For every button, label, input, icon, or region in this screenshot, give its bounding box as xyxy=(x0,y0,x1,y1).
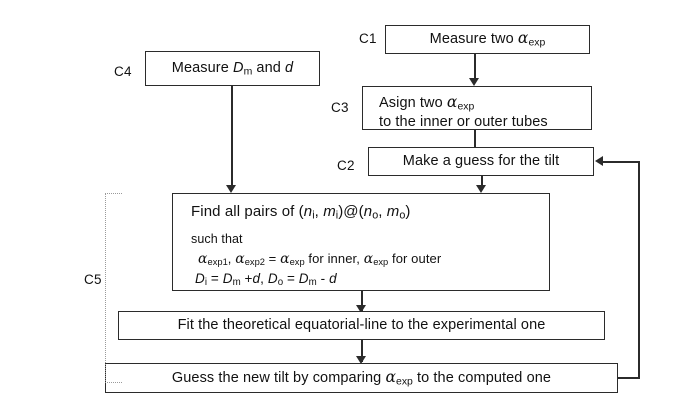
c5-bracket-top xyxy=(105,193,122,194)
arrowhead-fit-to-guess xyxy=(356,356,366,364)
var-dm: D xyxy=(233,59,244,76)
label-c4: C4 xyxy=(114,64,132,79)
node-fit-theoretical-line[interactable]: Fit the theoretical equatorial-line to t… xyxy=(118,311,605,340)
node-c3-assign-alpha[interactable]: Asign two αexp to the inner or outer tub… xyxy=(362,86,592,130)
node-guess-new-tilt[interactable]: Guess the new tilt by comparing αexp to … xyxy=(105,363,618,393)
c5-bracket-bottom xyxy=(105,382,122,383)
arrowhead-c4-to-main xyxy=(226,185,236,193)
label-c1: C1 xyxy=(359,31,377,46)
alpha-subscript: exp xyxy=(457,101,475,113)
feedback-segment-bottom xyxy=(618,377,640,379)
arrowhead-main-to-fit xyxy=(356,305,366,313)
c4-text: Measure Dm and d xyxy=(171,59,294,78)
node-c1-measure-two-alpha[interactable]: Measure two αexp xyxy=(385,25,590,54)
node-c4-measure-dm-and-d[interactable]: Measure Dm and d xyxy=(145,51,320,86)
c2-text: Make a guess for the tilt xyxy=(402,153,560,170)
label-c5: C5 xyxy=(84,272,102,287)
connector-c1-to-c3 xyxy=(474,54,476,81)
var-ni: n xyxy=(303,203,313,220)
guess-text: Guess the new tilt by comparing αexp to … xyxy=(171,367,552,388)
connector-c2-to-main xyxy=(481,176,483,190)
main-line-such-that: such that xyxy=(191,231,243,246)
connector-fit-to-guess xyxy=(361,340,363,362)
main-line-alpha-constraints: αexp1, αexp2 = αexp for inner, αexp for … xyxy=(198,251,442,268)
alpha-symbol: α xyxy=(385,367,397,386)
alpha-symbol: α xyxy=(446,93,458,111)
arrowhead-c2-to-main xyxy=(476,185,486,193)
main-line-find-pairs: Find all pairs of (ni, mi)@(no, mo) xyxy=(191,203,411,222)
node-c2-make-a-guess[interactable]: Make a guess for the tilt xyxy=(368,147,594,176)
var-dm-subscript: m xyxy=(243,66,253,78)
var-no: n xyxy=(363,203,373,220)
var-mo: m xyxy=(386,203,400,220)
alpha-symbol: α xyxy=(517,29,529,48)
feedback-segment-right xyxy=(638,161,640,378)
connector-main-to-fit xyxy=(361,291,363,311)
var-mi: m xyxy=(323,203,336,220)
node-c5-find-all-pairs[interactable]: Find all pairs of (ni, mi)@(no, mo) such… xyxy=(172,193,550,291)
feedback-segment-top xyxy=(603,161,640,163)
c3-line-1: Asign two αexp xyxy=(379,93,475,113)
arrowhead-c1-to-c3 xyxy=(469,78,479,86)
main-box-body: Find all pairs of (ni, mi)@(no, mo) such… xyxy=(173,194,441,289)
label-c2: C2 xyxy=(337,158,355,173)
connector-c3-to-c2 xyxy=(474,130,476,154)
alpha-subscript: exp xyxy=(396,376,413,388)
c3-text: Asign two αexp to the inner or outer tub… xyxy=(363,87,548,131)
arrowhead-feedback-to-c2 xyxy=(595,156,603,166)
label-c3: C3 xyxy=(331,100,349,115)
c3-line-2: to the inner or outer tubes xyxy=(379,114,548,131)
c1-text: Measure two αexp xyxy=(429,29,546,49)
var-d: d xyxy=(285,59,294,76)
connector-c4-to-main xyxy=(231,86,233,188)
c5-bracket-spine xyxy=(105,193,106,383)
main-line-diameter-constraints: Di = Dm +d, Do = Dm - d xyxy=(195,271,337,289)
fit-text: Fit the theoretical equatorial-line to t… xyxy=(177,317,546,334)
alpha-subscript: exp xyxy=(528,37,546,49)
